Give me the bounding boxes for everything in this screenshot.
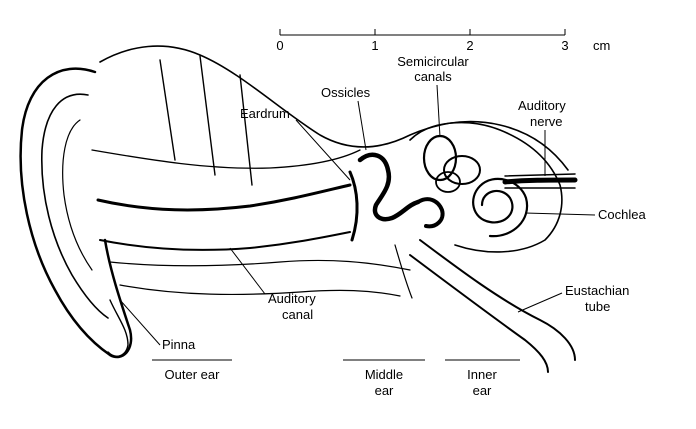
eustachian-tube-label-line2: tube	[585, 299, 610, 314]
inner-ear-bone	[409, 121, 563, 253]
scale-unit: cm	[593, 38, 610, 53]
earlobe	[107, 299, 129, 357]
inner-ear-label-line1: Inner	[467, 367, 497, 382]
region-middle-ear: Middle ear	[343, 359, 425, 398]
label-ossicles: Ossicles	[321, 85, 371, 151]
middle-ear-label-line1: Middle	[365, 367, 403, 382]
region-inner-ear: Inner ear	[445, 359, 520, 398]
scale-label-3: 3	[561, 38, 568, 53]
label-cochlea: Cochlea	[524, 207, 646, 222]
pinna-helix-inner	[40, 93, 109, 319]
auditory-canal-bottom	[99, 231, 351, 251]
pinna-leader	[119, 299, 161, 346]
auditory-nerve-fibers	[504, 173, 576, 189]
stapes	[416, 197, 445, 229]
semicircular-canal-2	[443, 155, 481, 185]
eardrum-label: Eardrum	[240, 106, 290, 121]
semicircular-canals-leader	[436, 84, 441, 138]
auditory-nerve-label-line2: nerve	[530, 114, 563, 129]
eustachian-tube-leader	[517, 292, 563, 313]
semicircular-canals-label-line1: Semicircular	[397, 54, 469, 69]
pinna-label: Pinna	[162, 337, 196, 352]
middle-ear-label-line2: ear	[375, 383, 394, 398]
auditory-nerve-label-line1: Auditory	[518, 98, 566, 113]
cochlea-leader	[524, 212, 596, 216]
eustachian-tube-label-line1: Eustachian	[565, 283, 629, 298]
scale-bar: 0 1 2 3 cm	[276, 29, 610, 53]
eustachian-tube-lower	[409, 254, 549, 373]
temporal-bone-lines	[159, 55, 253, 186]
pinna-outline	[19, 67, 133, 359]
skull-upper-outline	[99, 45, 569, 171]
label-eustachian-tube: Eustachian tube	[517, 283, 629, 314]
label-auditory-canal: Auditory canal	[229, 247, 316, 322]
outer-ear-label: Outer ear	[165, 367, 221, 382]
eustachian-tube-upper	[419, 239, 576, 361]
scale-label-1: 1	[371, 38, 378, 53]
eardrum-membrane	[348, 170, 359, 242]
canal-lower-tissue	[109, 259, 411, 271]
label-pinna: Pinna	[119, 299, 196, 352]
eardrum-leader	[295, 119, 351, 181]
middle-ear-wall	[394, 244, 413, 299]
semicircular-canals-label-line2: canals	[414, 69, 452, 84]
ear-illustration	[19, 45, 578, 373]
auditory-canal-leader	[229, 247, 266, 295]
semicircular-canal-3	[435, 171, 461, 193]
scale-label-2: 2	[466, 38, 473, 53]
label-semicircular-canals: Semicircular canals	[397, 54, 469, 138]
label-auditory-nerve: Auditory nerve	[518, 98, 566, 176]
auditory-canal-top	[96, 183, 352, 212]
bone-layer-upper	[91, 149, 361, 169]
inner-ear-label-line2: ear	[473, 383, 492, 398]
ossicles-chain	[357, 152, 421, 222]
pinna-antihelix	[62, 119, 93, 271]
cochlea-spiral	[472, 177, 529, 238]
auditory-nerve-bundle	[502, 177, 578, 185]
label-eardrum: Eardrum	[240, 106, 351, 181]
scale-label-0: 0	[276, 38, 283, 53]
auditory-canal-label-line2: canal	[282, 307, 313, 322]
canal-lower-tissue-2	[119, 284, 401, 297]
ossicles-leader	[357, 100, 367, 151]
region-outer-ear: Outer ear	[152, 359, 232, 382]
ossicles-label: Ossicles	[321, 85, 371, 100]
auditory-canal-label-line1: Auditory	[268, 291, 316, 306]
cochlea-label: Cochlea	[598, 207, 646, 222]
